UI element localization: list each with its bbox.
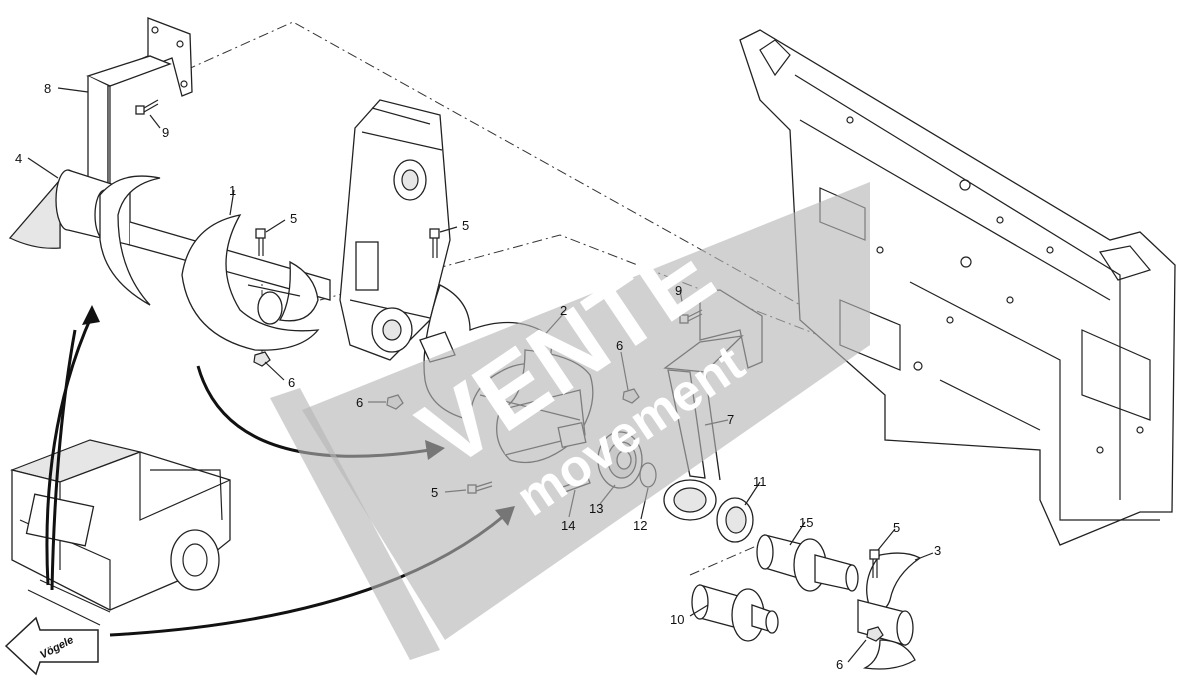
bolt-9-upper — [135, 99, 159, 115]
callout-12: 12 — [633, 518, 647, 533]
part-callouts: 8 9 4 1 5 5 6 6 2 6 9 7 11 15 12 13 14 5… — [15, 81, 941, 672]
callout-6-d: 6 — [836, 657, 843, 672]
brand-direction-arrow: Vögele — [4, 616, 99, 676]
stub-shaft-15 — [756, 534, 859, 592]
callout-9-upper: 9 — [162, 125, 169, 140]
callout-14: 14 — [561, 518, 575, 533]
callout-13: 13 — [589, 501, 603, 516]
auger-flight-1 — [181, 214, 320, 351]
auger-flight-3 — [857, 552, 922, 670]
auger-shaft-left — [8, 169, 331, 306]
watermark: VENTE movement — [270, 182, 870, 660]
bolt-5-b — [429, 228, 440, 258]
callout-6-b: 6 — [356, 395, 363, 410]
callout-5-c: 5 — [431, 485, 438, 500]
bolt-5-d — [869, 549, 880, 578]
bracket-8 — [86, 17, 193, 206]
bearing-11 — [716, 497, 754, 543]
callout-7: 7 — [727, 412, 734, 427]
callout-15: 15 — [799, 515, 813, 530]
callout-5-d: 5 — [893, 520, 900, 535]
paver-machine-icon — [10, 439, 231, 626]
callout-11: 11 — [753, 474, 767, 489]
callout-2: 2 — [560, 303, 567, 318]
nut-6-d — [866, 626, 884, 642]
callout-6-c: 6 — [616, 338, 623, 353]
bolt-5-a — [255, 228, 266, 256]
callout-8: 8 — [44, 81, 51, 96]
callout-1: 1 — [229, 183, 236, 198]
callout-6-a: 6 — [288, 375, 295, 390]
gearbox-housing — [339, 99, 451, 361]
callout-5-a: 5 — [290, 211, 297, 226]
stub-shaft-10 — [691, 584, 779, 642]
callout-5-b: 5 — [462, 218, 469, 233]
callout-10: 10 — [670, 612, 684, 627]
callout-9-lower: 9 — [675, 283, 682, 298]
callout-4: 4 — [15, 151, 22, 166]
callout-3: 3 — [934, 543, 941, 558]
